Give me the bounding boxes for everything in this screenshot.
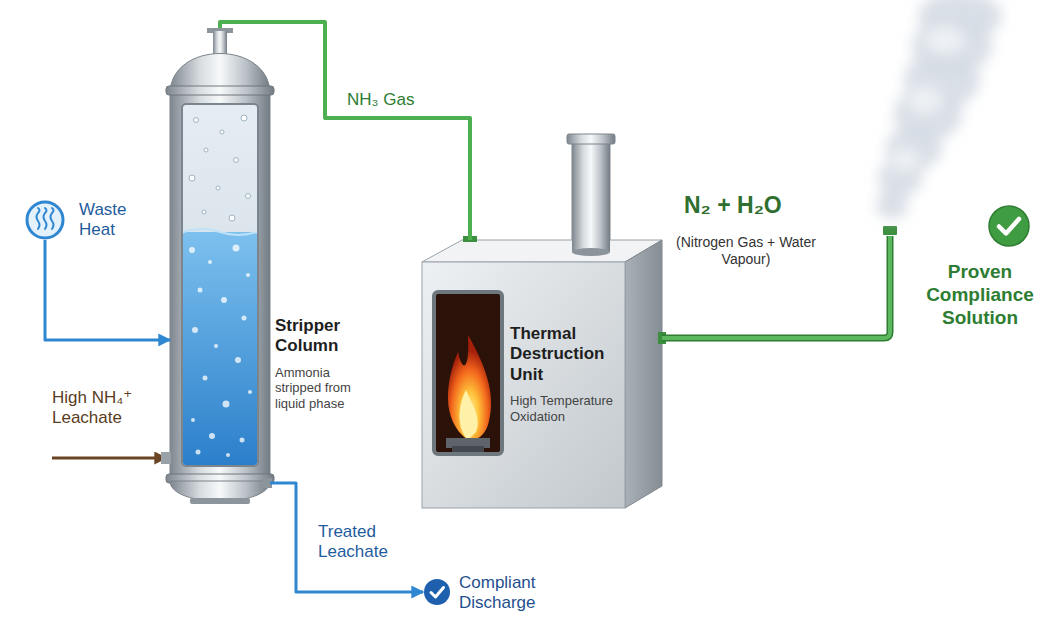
feed-label: High NH₄⁺ Leachate xyxy=(52,388,152,429)
check-circle xyxy=(424,579,450,605)
exhaust-pipe xyxy=(662,236,890,338)
heat-wave xyxy=(44,208,47,229)
text-group: Stripper ColumnAmmonia stripped from liq… xyxy=(275,316,385,412)
node-title: Thermal Destruction Unit xyxy=(510,324,624,385)
node-label: Proven Compliance Solution xyxy=(914,261,1046,329)
heat-wave xyxy=(51,208,54,229)
thermal-destruction-unit: Thermal Destruction UnitHigh Temperature… xyxy=(422,240,662,508)
text-group: Thermal Destruction UnitHigh Temperature… xyxy=(510,324,624,424)
treated-leachate-line xyxy=(270,483,423,592)
icon-symbol xyxy=(25,200,65,240)
connector-label: NH₃ Gas xyxy=(345,90,416,110)
heat-source: Waste Heat xyxy=(25,200,65,240)
exhaust-pipe-outline xyxy=(662,236,890,338)
heat-wave xyxy=(37,208,40,229)
icon-symbol xyxy=(988,205,1030,247)
stripper-vessel xyxy=(161,28,274,504)
check-mark xyxy=(431,588,444,598)
check-circle xyxy=(989,206,1029,246)
discharge-check: Compliant Discharge xyxy=(423,578,451,606)
exhaust-outlet xyxy=(883,226,897,235)
waste-heat-line xyxy=(45,240,170,340)
text-group: Waste Heat xyxy=(79,200,143,241)
feed-arrow xyxy=(52,457,166,460)
ammonia-gas-pipe xyxy=(220,22,470,240)
node-title: Stripper Column xyxy=(275,316,385,357)
vapour-plume xyxy=(876,0,1002,219)
icon-symbol xyxy=(423,578,451,606)
heat-icon-circle xyxy=(27,202,63,238)
stripper-column: Stripper ColumnAmmonia stripped from liq… xyxy=(170,28,270,502)
connector-label: Treated Leachate xyxy=(316,522,404,563)
check-mark xyxy=(999,219,1019,234)
node-description: Ammonia stripped from liquid phase xyxy=(275,365,369,412)
node-label: Waste Heat xyxy=(79,200,143,241)
vapour-plume-highlight xyxy=(891,26,965,172)
text-group: Proven Compliance Solution xyxy=(914,261,1046,329)
text-group: Compliant Discharge xyxy=(459,573,555,614)
node-description: High Temperature Oxidation xyxy=(510,393,624,424)
thermal-unit-housing xyxy=(422,134,666,508)
product-note: (Nitrogen Gas + Water Vapour) xyxy=(676,234,816,268)
product-formula: N₂ + H₂O xyxy=(684,192,782,220)
node-label: Compliant Discharge xyxy=(459,573,555,614)
compliance-check: Proven Compliance Solution xyxy=(988,205,1030,247)
